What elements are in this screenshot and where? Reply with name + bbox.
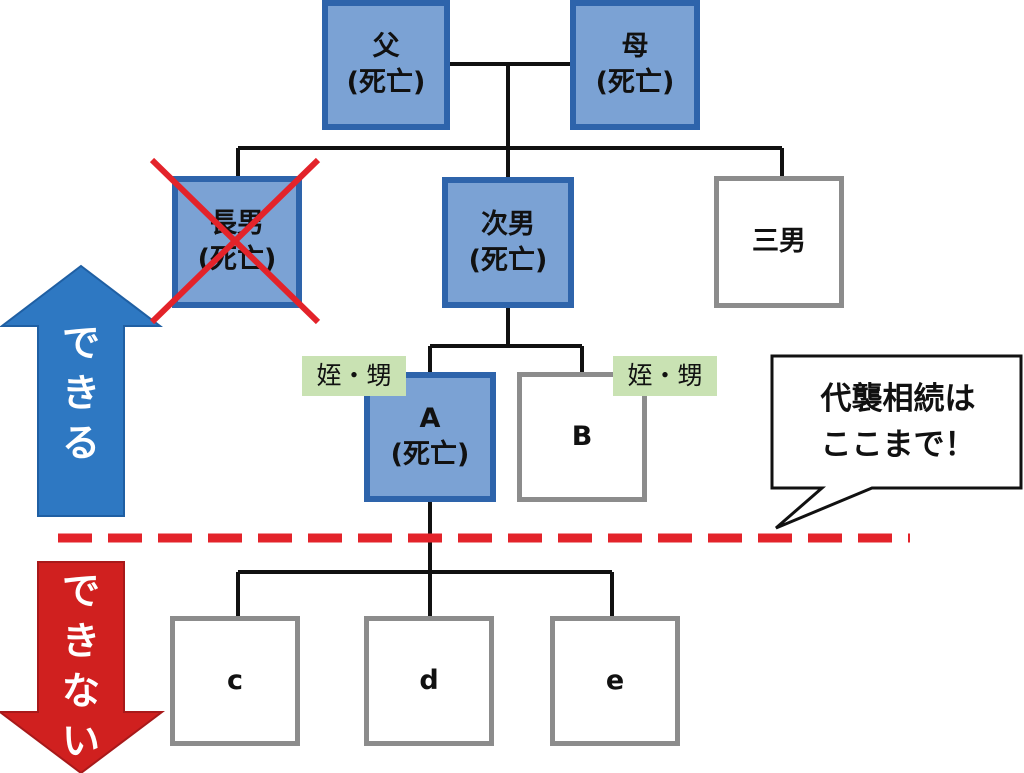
- can-char-3: る: [61, 421, 100, 465]
- can-char-1: で: [61, 321, 100, 365]
- person-name: 三男: [752, 226, 806, 257]
- third-son-box: 三男: [714, 176, 844, 308]
- callout-line-2: ここまで！: [820, 427, 976, 463]
- person-name: 母: [621, 31, 649, 62]
- d-box: d: [364, 616, 494, 746]
- cannot-arrow-label: で き な い: [46, 566, 116, 766]
- e-box: e: [550, 616, 680, 746]
- person-status: (死亡): [390, 439, 470, 470]
- up-arrow-icon: [0, 264, 163, 517]
- person-name: e: [605, 665, 625, 696]
- callout-text: 代襲相続は ここまで！: [780, 376, 1016, 468]
- mother-box: 母 (死亡): [570, 0, 700, 130]
- down-arrow-icon: [0, 561, 165, 773]
- person-status: (死亡): [468, 244, 548, 276]
- person-name: B: [571, 421, 593, 452]
- cannot-char-4: い: [61, 719, 100, 763]
- nephew-niece-tag-b: 姪・甥: [613, 356, 717, 396]
- person-status: (死亡): [595, 67, 675, 98]
- callout-bubble: [770, 354, 1023, 530]
- father-box: 父 (死亡): [322, 0, 450, 130]
- person-name: c: [226, 665, 243, 696]
- person-name: A: [419, 403, 441, 434]
- person-name: 父: [372, 31, 400, 62]
- cannot-char-2: き: [61, 619, 100, 663]
- c-box: c: [170, 616, 300, 746]
- person-status: (死亡): [346, 67, 426, 98]
- cannot-char-3: な: [61, 669, 100, 713]
- person-name: d: [419, 665, 439, 696]
- can-char-2: き: [61, 371, 100, 415]
- callout-line-1: 代襲相続は: [820, 381, 976, 417]
- nephew-niece-tag-a: 姪・甥: [302, 356, 406, 396]
- can-arrow-label: で き る: [46, 318, 116, 468]
- person-name: 次男: [481, 208, 535, 240]
- b-box: B: [517, 372, 647, 502]
- second-son-box: 次男 (死亡): [442, 177, 574, 308]
- cannot-char-1: で: [61, 569, 100, 613]
